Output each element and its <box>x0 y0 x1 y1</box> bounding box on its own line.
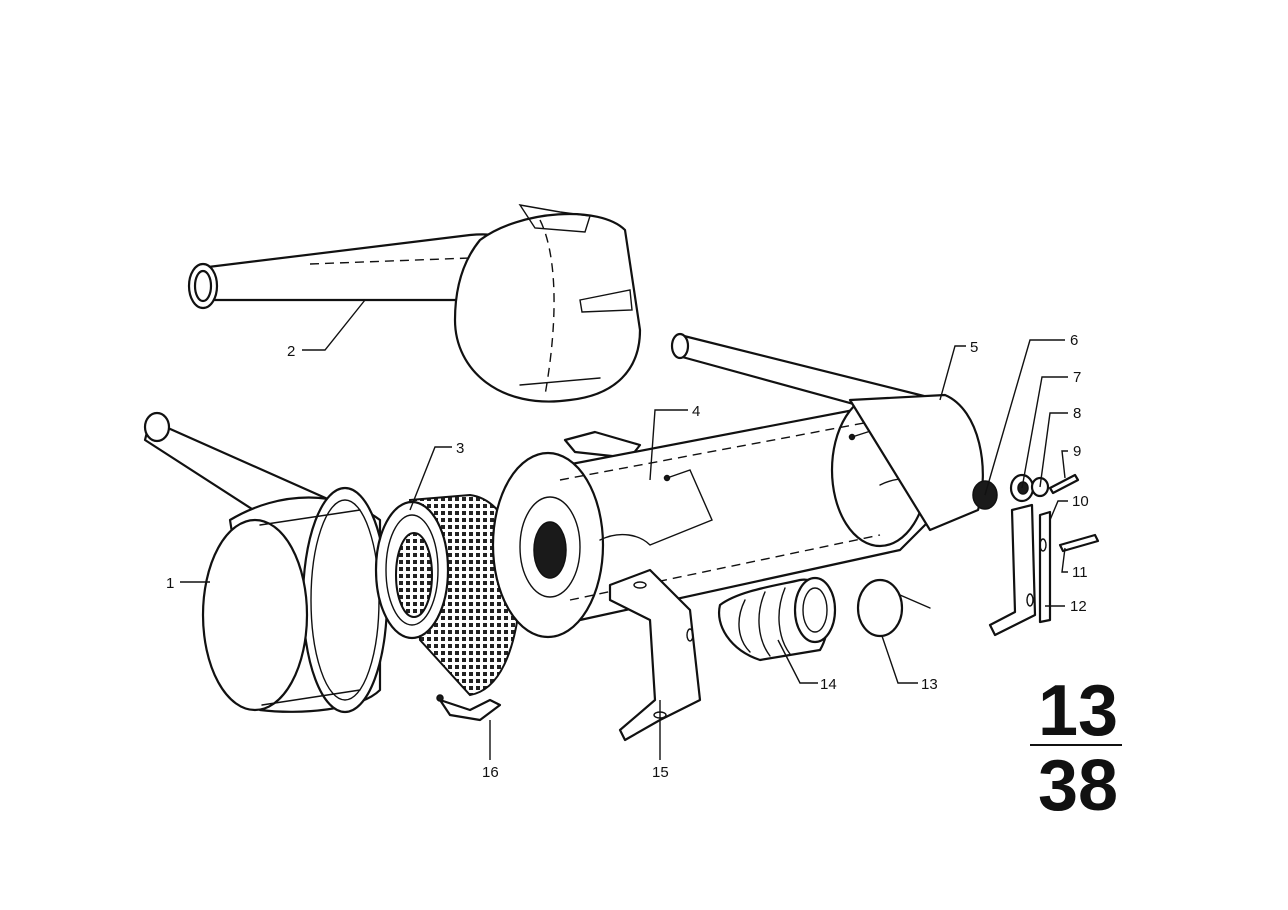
front-filter-cover <box>143 411 389 714</box>
callout-12: 12 <box>1070 598 1087 615</box>
callout-8: 8 <box>1073 405 1081 422</box>
rubber-bellows <box>717 576 837 662</box>
upper-housing-cover <box>187 204 642 403</box>
callout-9: 9 <box>1073 443 1081 460</box>
callout-3: 3 <box>456 440 464 457</box>
callout-11: 11 <box>1072 564 1088 581</box>
mounting-hardware <box>972 473 1100 637</box>
figure-number-bottom: 38 <box>1038 746 1118 826</box>
figure-number-top: 13 <box>1038 671 1118 751</box>
figure-number: 13 38 <box>1030 671 1122 826</box>
callout-4: 4 <box>692 403 700 420</box>
callout-6: 6 <box>1070 332 1078 349</box>
rear-housing-snorkel <box>670 332 984 532</box>
callout-5: 5 <box>970 339 978 356</box>
callout-7: 7 <box>1073 369 1081 386</box>
callout-1: 1 <box>166 575 174 592</box>
end-cap <box>856 578 931 638</box>
callout-10: 10 <box>1072 493 1089 510</box>
callout-labels: 1 2 3 4 5 6 7 8 9 10 11 12 13 14 15 16 <box>166 332 1089 781</box>
spring-clip <box>436 694 502 722</box>
callout-14: 14 <box>820 676 837 693</box>
callout-13: 13 <box>921 676 938 693</box>
callout-15: 15 <box>652 764 669 781</box>
leader-lines <box>180 299 1068 760</box>
callout-2: 2 <box>287 343 295 360</box>
callout-16: 16 <box>482 764 499 781</box>
